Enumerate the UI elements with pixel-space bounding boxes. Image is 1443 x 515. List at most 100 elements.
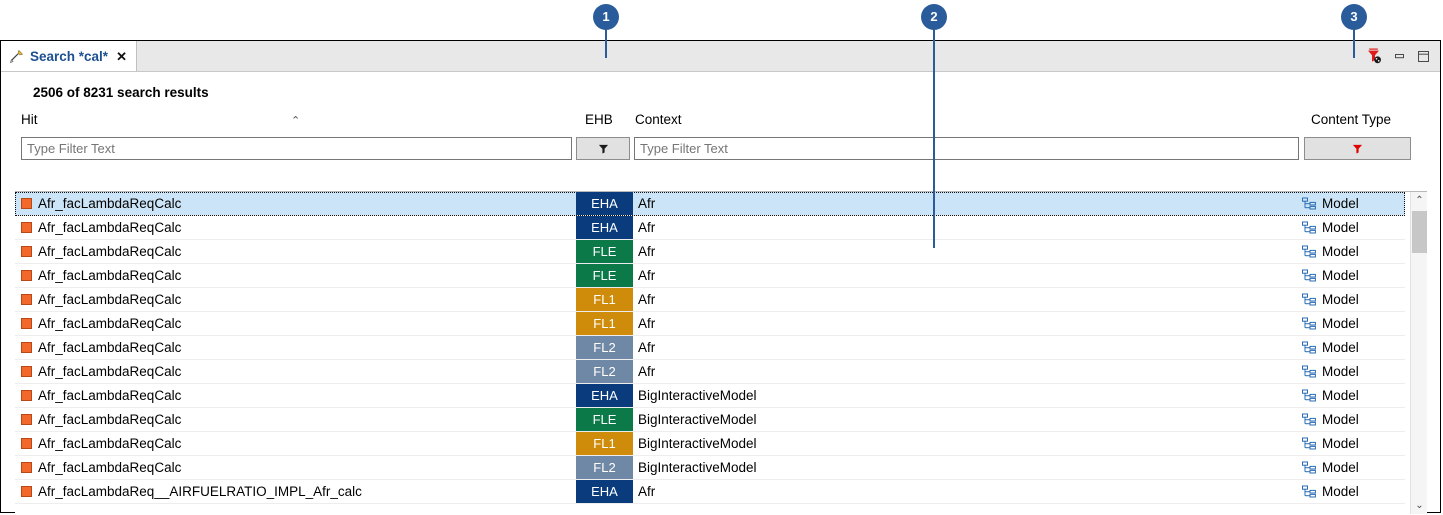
hit-label: Afr_facLambdaReqCalc	[38, 436, 182, 451]
content-type-label: Model	[1322, 484, 1359, 499]
table-row[interactable]: Afr_facLambdaReqCalc EHA Afr Model	[15, 192, 1405, 216]
column-header-context[interactable]: Context	[635, 112, 682, 127]
hit-label: Afr_facLambdaReqCalc	[38, 244, 182, 259]
scrollbar-thumb[interactable]	[1412, 211, 1427, 253]
tab-bar-spacer	[137, 41, 1366, 71]
hit-label: Afr_facLambdaReqCalc	[38, 388, 182, 403]
cell-hit: Afr_facLambdaReqCalc	[21, 408, 181, 431]
cell-content-type: Model	[1302, 192, 1359, 215]
table-row[interactable]: Afr_facLambdaReq__AIRFUELRATIO_IMPL_Afr_…	[15, 480, 1405, 504]
hit-label: Afr_facLambdaReqCalc	[38, 292, 182, 307]
table-row[interactable]: Afr_facLambdaReqCalc FLE BigInteractiveMod…	[15, 408, 1405, 432]
hit-label: Afr_facLambdaReqCalc	[38, 196, 182, 211]
column-header-ehb[interactable]: EHB	[585, 112, 613, 127]
content-type-label: Model	[1322, 292, 1359, 307]
content-type-label: Model	[1322, 340, 1359, 355]
orange-square-icon	[21, 462, 32, 473]
content-type-filter-button[interactable]	[1304, 137, 1411, 160]
cell-hit: Afr_facLambdaReqCalc	[21, 456, 181, 479]
table-row[interactable]: Afr_facLambdaReqCalc FL2 Afr Model	[15, 360, 1405, 384]
hit-label: Afr_facLambdaReq__AIRFUELRATIO_IMPL_Afr_…	[38, 484, 362, 499]
minimize-icon[interactable]	[1393, 50, 1406, 63]
cell-context: BigInteractiveModel	[638, 388, 757, 403]
hit-filter-input[interactable]	[21, 137, 572, 160]
cell-hit: Afr_facLambdaReqCalc	[21, 192, 181, 215]
table-row[interactable]: Afr_facLambdaReqCalc FL1 BigInteractiveMod…	[15, 432, 1405, 456]
table-row[interactable]: Afr_facLambdaReqCalc FLE Afr Model	[15, 240, 1405, 264]
table-row[interactable]: Afr_facLambdaReqCalc FL2 Afr Model	[15, 336, 1405, 360]
orange-square-icon	[21, 390, 32, 401]
cell-content-type: Model	[1302, 360, 1359, 383]
orange-square-icon	[21, 414, 32, 425]
content-type-label: Model	[1322, 196, 1359, 211]
ehb-badge: FLE	[576, 408, 633, 431]
model-tree-icon	[1302, 293, 1316, 306]
tab-search-cal[interactable]: Search *cal* ✕	[1, 41, 137, 71]
ehb-badge: FL1	[576, 432, 633, 455]
ehb-badge: EHA	[576, 192, 633, 215]
model-tree-icon	[1302, 269, 1316, 282]
orange-square-icon	[21, 198, 32, 209]
ehb-badge: FL2	[576, 456, 633, 479]
ehb-badge: FLE	[576, 264, 633, 287]
ehb-badge: FL2	[576, 360, 633, 383]
model-tree-icon	[1302, 413, 1316, 426]
scroll-down-icon[interactable]: ⌄	[1415, 500, 1424, 511]
ehb-badge: EHA	[576, 480, 633, 503]
orange-square-icon	[21, 318, 32, 329]
orange-square-icon	[21, 270, 32, 281]
column-header-hit[interactable]: Hit	[21, 112, 38, 127]
cell-context: BigInteractiveModel	[638, 436, 757, 451]
close-icon[interactable]: ✕	[116, 48, 127, 64]
cell-context: Afr	[638, 316, 656, 331]
context-filter-input[interactable]	[634, 137, 1299, 160]
cell-hit: Afr_facLambdaReqCalc	[21, 432, 181, 455]
cell-content-type: Model	[1302, 288, 1359, 311]
content-type-label: Model	[1322, 388, 1359, 403]
content-type-label: Model	[1322, 436, 1359, 451]
model-tree-icon	[1302, 485, 1316, 498]
model-tree-icon	[1302, 365, 1316, 378]
remove-filter-icon[interactable]	[1366, 48, 1382, 64]
ehb-badge: FL2	[576, 336, 633, 359]
column-header-content-type[interactable]: Content Type	[1311, 112, 1392, 127]
cell-context: Afr	[638, 484, 656, 499]
cell-context: Afr	[638, 340, 656, 355]
cell-hit: Afr_facLambdaReqCalc	[21, 360, 181, 383]
ehb-filter-button[interactable]	[576, 137, 630, 160]
cell-context: Afr	[638, 196, 656, 211]
cell-content-type: Model	[1302, 264, 1359, 287]
content-type-label: Model	[1322, 364, 1359, 379]
content-type-label: Model	[1322, 244, 1359, 259]
content-type-label: Model	[1322, 460, 1359, 475]
orange-square-icon	[21, 342, 32, 353]
ehb-badge: EHA	[576, 384, 633, 407]
scroll-up-icon[interactable]: ⌃	[1415, 195, 1424, 206]
vertical-scrollbar[interactable]: ⌃ ⌄	[1410, 192, 1427, 514]
cell-content-type: Model	[1302, 312, 1359, 335]
cell-context: Afr	[638, 244, 656, 259]
column-header-row: Hit ⌃ EHB Context Content Type	[1, 112, 1440, 137]
filter-funnel-icon	[1352, 144, 1363, 154]
maximize-icon[interactable]	[1417, 50, 1430, 63]
orange-square-icon	[21, 486, 32, 497]
filter-funnel-icon	[598, 144, 608, 154]
content-type-label: Model	[1322, 220, 1359, 235]
ehb-badge: FLE	[576, 240, 633, 263]
filter-row	[1, 137, 1440, 160]
cell-hit: Afr_facLambdaReq__AIRFUELRATIO_IMPL_Afr_…	[21, 480, 362, 503]
cell-context: BigInteractiveModel	[638, 412, 757, 427]
cell-context: Afr	[638, 364, 656, 379]
callout-badge-2: 2	[921, 4, 947, 30]
table-row[interactable]: Afr_facLambdaReqCalc EHA BigInteractiveMod…	[15, 384, 1405, 408]
hit-label: Afr_facLambdaReqCalc	[38, 340, 182, 355]
cell-hit: Afr_facLambdaReqCalc	[21, 240, 181, 263]
callout-badge-3: 3	[1341, 4, 1367, 30]
ehb-badge: FL1	[576, 312, 633, 335]
ehb-badge: FL1	[576, 288, 633, 311]
